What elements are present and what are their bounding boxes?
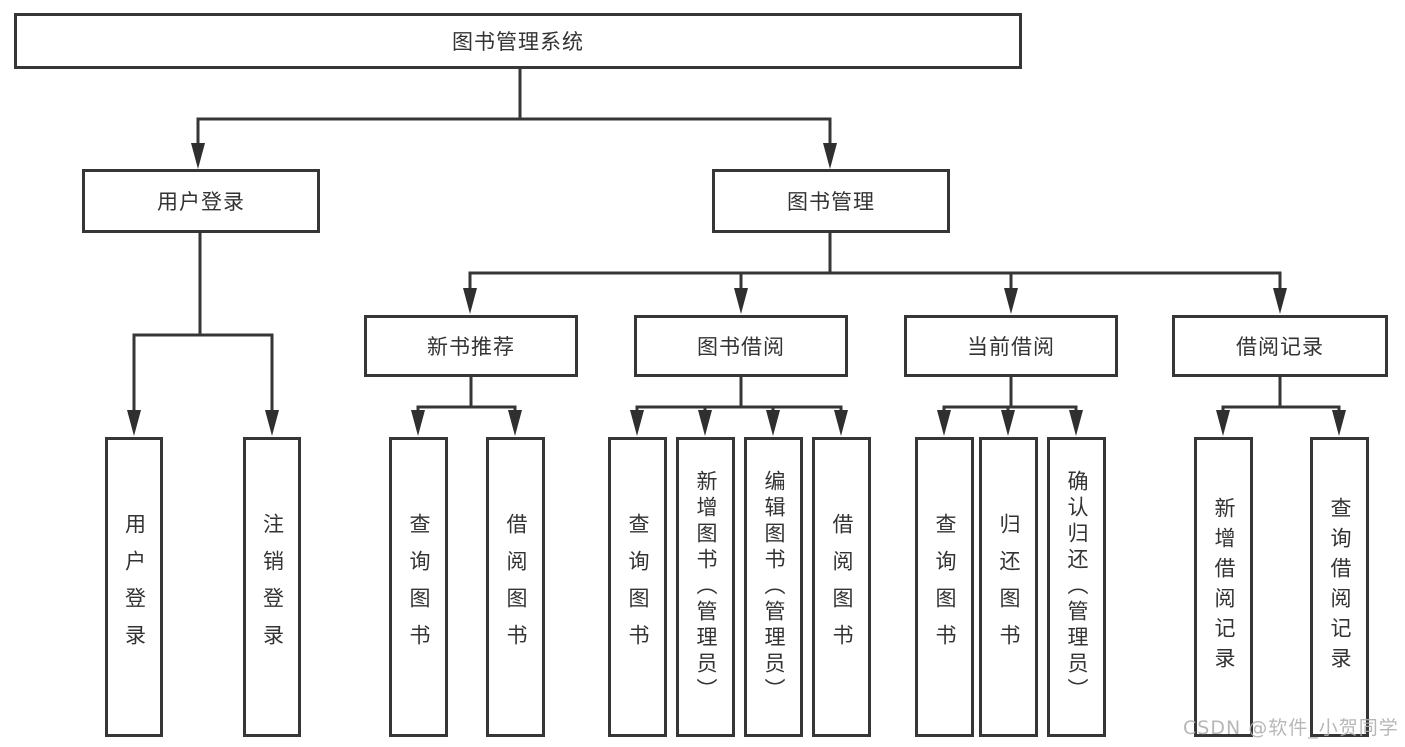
node-leaf-cb-query-book: 查询图书 bbox=[915, 437, 974, 737]
node-user-login: 用户登录 bbox=[82, 169, 320, 233]
node-leaf-bb-borrow-book: 借阅图书 bbox=[812, 437, 871, 737]
node-new-book-recommend: 新书推荐 bbox=[364, 315, 578, 377]
watermark-text: CSDN @软件_小贺同学 bbox=[1183, 717, 1399, 739]
node-leaf-bb-edit-book-admin: 编辑图书（管理员） bbox=[744, 437, 803, 737]
node-leaf-br-query-record: 查询借阅记录 bbox=[1310, 437, 1369, 737]
node-book-management: 图书管理 bbox=[712, 169, 950, 233]
node-leaf-bb-add-book-admin: 新增图书（管理员） bbox=[676, 437, 735, 737]
node-leaf-nb-borrow-book: 借阅图书 bbox=[486, 437, 545, 737]
node-leaf-user-login: 用户登录 bbox=[105, 437, 163, 737]
node-leaf-bb-query-book: 查询图书 bbox=[608, 437, 667, 737]
node-root: 图书管理系统 bbox=[14, 13, 1022, 69]
node-leaf-nb-query-book: 查询图书 bbox=[389, 437, 448, 737]
node-current-borrow: 当前借阅 bbox=[904, 315, 1118, 377]
node-leaf-br-add-record: 新增借阅记录 bbox=[1194, 437, 1253, 737]
node-book-borrow: 图书借阅 bbox=[634, 315, 848, 377]
node-leaf-cb-return-book: 归还图书 bbox=[979, 437, 1038, 737]
node-borrow-records: 借阅记录 bbox=[1172, 315, 1388, 377]
node-leaf-logout: 注销登录 bbox=[243, 437, 301, 737]
node-leaf-cb-confirm-return-admin: 确认归还（管理员） bbox=[1047, 437, 1106, 737]
